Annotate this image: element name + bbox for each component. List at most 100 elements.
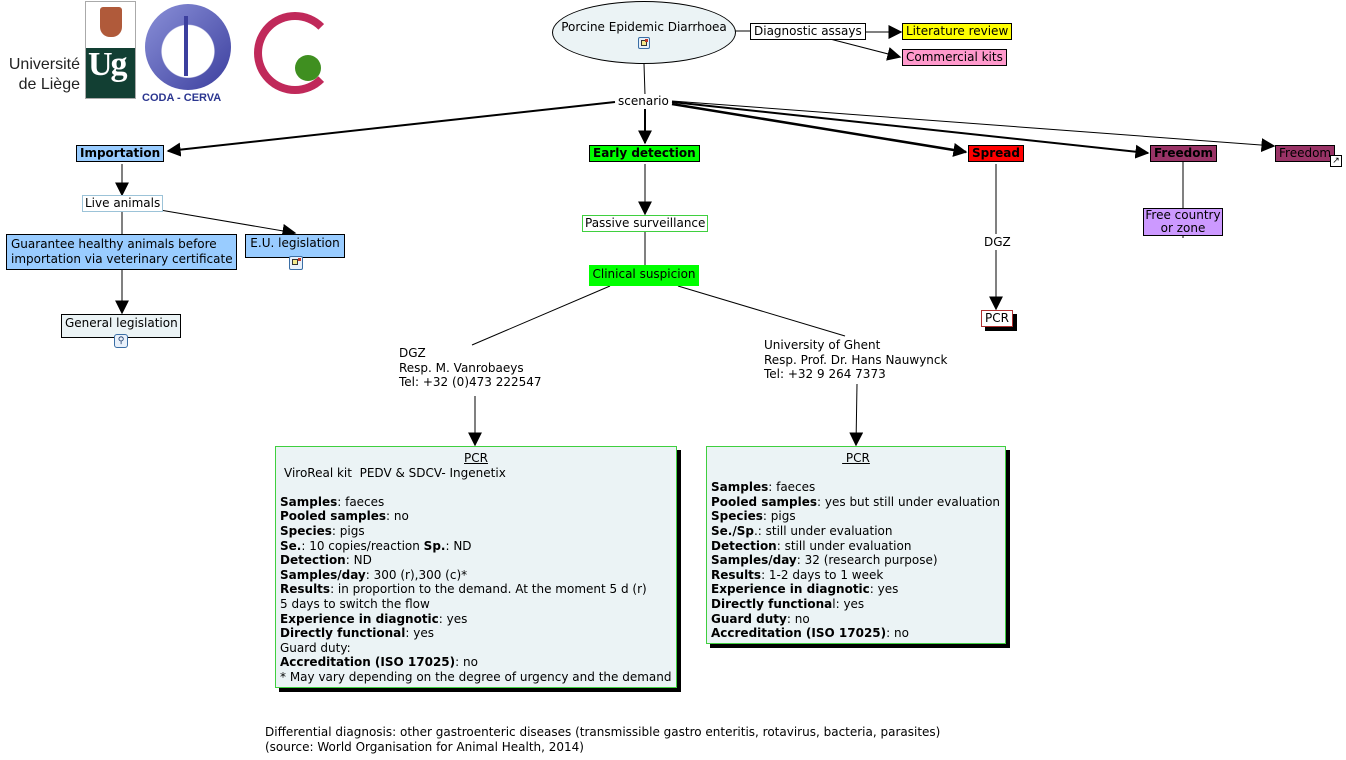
concept-literature-review[interactable]: Literature review: [902, 23, 1013, 40]
linking-phrase-scenario[interactable]: scenario: [617, 94, 670, 109]
ulg-crest-icon: Ug: [85, 1, 136, 99]
link-live-eu: [159, 209, 297, 238]
link-diagnostic-kits: [829, 38, 902, 61]
ghent-pcr-row-label: Species: [711, 509, 763, 524]
concept-map-icon[interactable]: ⚲: [114, 334, 128, 348]
footer-differential-diagnosis: Differential diagnosis: other gastroente…: [265, 725, 941, 739]
green-dot-icon: [295, 55, 321, 81]
ghent-pcr-row-value: : still under evaluation: [776, 538, 912, 553]
ghent-pcr-row-label: Guard duty: [711, 611, 787, 626]
ghent-pcr-row: Samples: faeces: [711, 480, 1001, 495]
dgz-pcr-row-label: Directly functional: [280, 626, 406, 641]
concept-freedom-reference[interactable]: Freedom: [1275, 145, 1336, 162]
document-icon[interactable]: [638, 37, 650, 49]
dgz-pcr-row-label: Samples: [280, 494, 338, 509]
ghent-pcr-row-label: Samples: [711, 480, 769, 495]
root-concept-porcine-epidemic-diarrhoea[interactable]: Porcine Epidemic Diarrhoea: [552, 1, 736, 64]
dgz-pcr-row-label: Species: [280, 523, 332, 538]
ghent-pcr-row: Samples/day: 32 (research purpose): [711, 553, 1001, 568]
dgz-pcr-row-value: : 300 (r),300 (c)*: [365, 567, 468, 582]
coda-ring-icon: [145, 4, 231, 90]
ghent-pcr-row-value: : no: [886, 626, 909, 641]
footer-note: Differential diagnosis: other gastroente…: [265, 725, 940, 754]
dgz-pcr-row-value: * May vary depending on the degree of ur…: [280, 669, 672, 684]
concept-free-country-or-zone[interactable]: Free country or zone: [1143, 208, 1223, 236]
dgz-pcr-subtitle: ViroReal kit PEDV & SDCV- Ingenetix: [284, 465, 506, 480]
ghent-pcr-row-value: : yes: [869, 582, 899, 597]
dgz-pcr-row-value: : faeces: [337, 494, 385, 509]
ghent-pcr-row-label: Detection: [711, 538, 777, 553]
dgz-pcr-row: Guard duty:: [280, 641, 672, 656]
footer-source: (source: World Organisation for Animal H…: [265, 739, 584, 754]
dgz-pcr-row-value: : 10 copies/reaction: [301, 538, 424, 553]
ghent-pcr-row: Directly functional: yes: [711, 597, 1001, 612]
concept-live-animals[interactable]: Live animals: [82, 195, 164, 212]
spread-dgz-label[interactable]: DGZ: [983, 235, 1012, 250]
dgz-pcr-row: Samples: faeces: [280, 495, 672, 510]
dgz-pcr-row: Experience in diagnotic: yes: [280, 612, 672, 627]
ulg-logo-text: Université de Liège: [8, 56, 80, 93]
concept-eu-legislation[interactable]: E.U. legislation: [245, 234, 345, 258]
dgz-pcr-row-value: : yes: [405, 626, 434, 641]
link-scenario-spread: [671, 102, 968, 157]
concept-freedom[interactable]: Freedom: [1150, 145, 1217, 162]
ghent-pcr-row-value: : yes but still under evaluation: [817, 494, 1001, 509]
ghent-pcr-row: Se./Sp.: still under evaluation: [711, 524, 1001, 539]
dgz-pcr-row: Se.: 10 copies/reaction Sp.: ND: [280, 539, 672, 554]
link-scenario-freedom: [671, 101, 1150, 159]
ghent-pcr-row-value: : 32 (research purpose): [796, 553, 938, 568]
coda-cerva-logo: CODA - CERVA: [140, 2, 244, 106]
dgz-pcr-row-value: : ND: [445, 538, 472, 553]
document-icon[interactable]: [289, 256, 303, 270]
ghent-pcr-row-value: : faeces: [768, 480, 816, 495]
ghent-pcr-row-label: Directly functiona: [711, 596, 833, 611]
dgz-pcr-row-value: 5 days to switch the flow: [280, 596, 430, 611]
dgz-pcr-row-label: Detection: [280, 553, 346, 568]
ghent-pcr-row: Results: 1-2 days to 1 week: [711, 568, 1001, 583]
linking-phrase-diagnostic-assays[interactable]: Diagnostic assays: [750, 23, 866, 40]
ghent-pcr-row-label: Experience in diagnotic: [711, 582, 870, 597]
concept-early-detection[interactable]: Early detection: [589, 145, 700, 162]
dgz-pcr-row-label: Sp.: [423, 538, 446, 553]
concept-spread-pcr[interactable]: PCR: [981, 310, 1013, 327]
ghent-pcr-row-value: : no: [786, 611, 810, 626]
concept-spread[interactable]: Spread: [968, 145, 1024, 162]
ghent-pcr-row-value: l: yes: [832, 596, 865, 611]
concept-importation[interactable]: Importation: [76, 145, 165, 162]
ghent-pcr-row: Detection: still under evaluation: [711, 539, 1001, 554]
dgz-pcr-row-value: : ND: [345, 553, 372, 568]
link-scenario-importation: [166, 101, 616, 157]
dgz-pcr-row-value: : in proportion to the demand. At the mo…: [330, 582, 647, 597]
dgz-pcr-details[interactable]: PCR ViroReal kit PEDV & SDCV- Ingenetix …: [275, 446, 677, 688]
ghent-pcr-row-label: Pooled samples: [711, 494, 818, 509]
concept-guarantee-healthy-animals[interactable]: Guarantee healthy animals before importa…: [6, 234, 237, 270]
dgz-pcr-row-label: Samples/day: [280, 567, 366, 582]
ghent-pcr-row-value: .: still under evaluation: [753, 523, 893, 538]
dgz-pcr-row: Results: in proportion to the demand. At…: [280, 582, 672, 597]
dgz-pcr-title: PCR: [464, 451, 488, 465]
link-root-scenario: [643, 63, 646, 96]
shortcut-arrow-icon[interactable]: ↗: [1330, 155, 1342, 167]
ghent-pcr-row: Guard duty: no: [711, 612, 1001, 627]
concept-clinical-suspicion[interactable]: Clinical suspicion: [589, 265, 699, 286]
dgz-pcr-row-value: : yes: [438, 611, 468, 626]
concept-passive-surveillance[interactable]: Passive surveillance: [582, 215, 709, 232]
link-clinical-dgz: [471, 285, 611, 346]
crescent-icon: [254, 12, 336, 94]
ghent-pcr-row-value: : 1-2 days to 1 week: [761, 567, 884, 582]
dgz-contact[interactable]: DGZ Resp. M. Vanrobaeys Tel: +32 (0)473 …: [399, 346, 542, 390]
concept-commercial-kits[interactable]: Commercial kits: [902, 49, 1007, 66]
link-scenario-freedom-ref: [671, 100, 1276, 153]
dgz-pcr-row-value: : no: [386, 509, 409, 524]
dgz-pcr-row-value: Guard duty:: [280, 640, 351, 655]
ghent-pcr-row: Experience in diagnotic: yes: [711, 582, 1001, 597]
dgz-pcr-row-label: Accreditation (ISO 17025): [280, 655, 456, 670]
ghent-pcr-row-label: Samples/day: [711, 553, 797, 568]
ghent-pcr-row-label: Results: [711, 567, 762, 582]
dgz-pcr-row-label: Experience in diagnotic: [280, 611, 439, 626]
dgz-pcr-row-label: Results: [280, 582, 331, 597]
ghent-contact[interactable]: University of Ghent Resp. Prof. Dr. Hans…: [764, 338, 948, 382]
